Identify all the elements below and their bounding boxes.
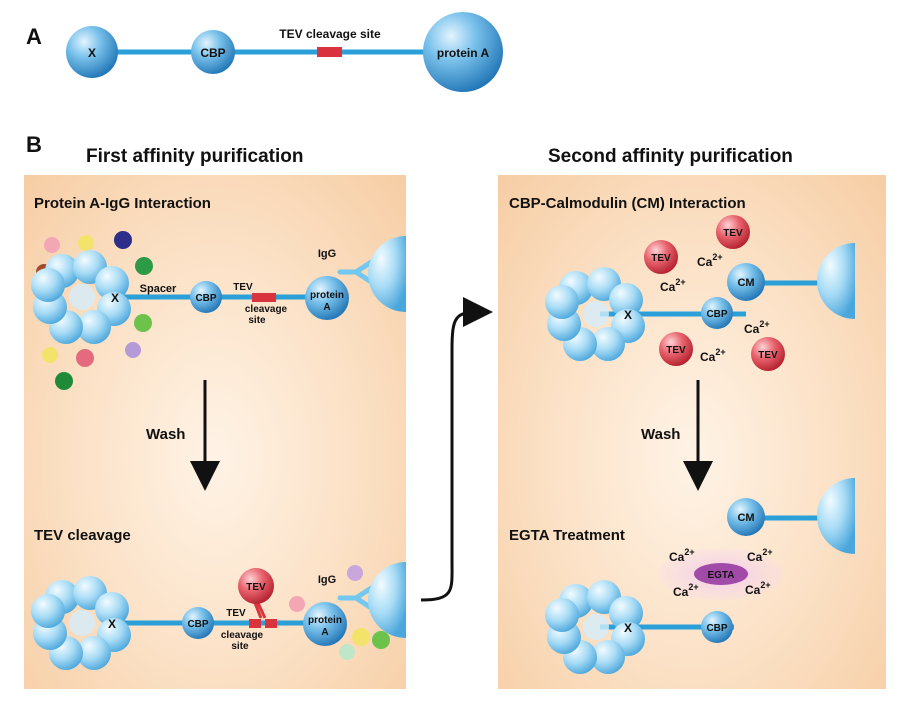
protein-a-domain (423, 12, 503, 92)
tev-site-label-3: site (248, 315, 266, 326)
tev-cleavage-site (252, 293, 276, 302)
calcium-label: Ca2+ (660, 277, 686, 294)
x-label-c2: X (624, 621, 632, 635)
cm-label-c2: CM (737, 512, 754, 524)
protein-a-label-2b: A (321, 627, 328, 638)
cm-label-c1: CM (737, 277, 754, 289)
tev-label-b2: TEV (246, 582, 266, 593)
calcium-label: Ca2+ (669, 547, 695, 564)
contaminant (352, 628, 370, 646)
igg-bead (368, 562, 406, 638)
contaminant (125, 342, 141, 358)
tev-cleavage-title: TEV cleavage (34, 527, 131, 544)
calcium-label: Ca2+ (747, 547, 773, 564)
tev-label-c1: TEV (651, 253, 671, 264)
tev-label-c4: TEV (758, 350, 778, 361)
tev-site-label-2b: cleavage (221, 630, 264, 641)
tev-site-label-3b: site (231, 641, 249, 652)
spacer-label: Spacer (140, 283, 177, 295)
egta-molecule (694, 563, 748, 585)
contaminant (372, 631, 390, 649)
calcium-label: Ca2+ (744, 319, 770, 336)
cbp-domain (182, 607, 214, 639)
tev-label-c2: TEV (723, 228, 743, 239)
contaminant (134, 314, 152, 332)
contaminant (78, 235, 94, 251)
contaminant (339, 644, 355, 660)
tev-cleavage-site-a (317, 47, 342, 57)
calcium-label: Ca2+ (745, 580, 771, 597)
calmodulin-bead (817, 478, 855, 554)
cbp-label-c1: CBP (706, 309, 727, 320)
first-purification-heading: First affinity purification (86, 146, 304, 167)
protein-a-label-2: A (323, 302, 330, 313)
cbp-domain (701, 297, 733, 329)
tev-protease (644, 240, 678, 274)
x-label-b1: X (111, 291, 119, 305)
wash-label-second: Wash (641, 426, 681, 443)
contaminant (55, 372, 73, 390)
tev-site-label-2: cleavage (245, 304, 288, 315)
protein-a-igg-title: Protein A-IgG Interaction (34, 195, 211, 212)
contaminant (42, 347, 58, 363)
wash-label-first: Wash (146, 426, 186, 443)
step1-protein-a-igg: X Spacer CBP TEV cleavage site protein A… (31, 231, 406, 390)
panel-b-letter: B (26, 132, 42, 157)
contaminant (76, 349, 94, 367)
igg-bead (368, 236, 406, 312)
cbp-label-b2: CBP (187, 619, 208, 630)
x-label-a: X (88, 46, 96, 60)
calcium-label: Ca2+ (700, 347, 726, 364)
protein-a-domain (305, 276, 349, 320)
cbp-calmodulin-title: CBP-Calmodulin (CM) Interaction (509, 195, 746, 212)
cbp-label-c2: CBP (706, 623, 727, 634)
cbp-domain (701, 611, 733, 643)
tev-site-label-1b: TEV (226, 608, 246, 619)
calmodulin (727, 263, 765, 301)
cbp-label-a: CBP (200, 46, 225, 60)
calcium-label: Ca2+ (673, 582, 699, 599)
calcium-label: Ca2+ (697, 252, 723, 269)
tev-cleavage-site-cut-right (265, 619, 277, 628)
panel-a-letter: A (26, 24, 42, 49)
contaminant (114, 231, 132, 249)
tev-protease (659, 332, 693, 366)
protein-a-label-1b: protein (308, 615, 342, 626)
x-label-c1: X (624, 308, 632, 322)
contaminant (289, 596, 305, 612)
transfer-arrow (420, 297, 493, 602)
tev-label-c3: TEV (666, 345, 686, 356)
protein-a-domain (303, 602, 347, 646)
protein-a-label-a: protein A (437, 46, 490, 60)
cbp-domain (191, 30, 235, 74)
contaminant (135, 257, 153, 275)
calmodulin (727, 498, 765, 536)
tev-cleavage-site-cut-left (249, 619, 261, 628)
second-purification-heading: Second affinity purification (548, 146, 793, 167)
x-label-b2: X (108, 617, 116, 631)
step1-cbp-calmodulin: X CBP CM TEV TEV TEV TEV Ca2+ Ca2+ Ca2+ … (545, 215, 855, 371)
protein-a-label-1: protein (310, 290, 344, 301)
igg-label: IgG (318, 248, 336, 260)
cbp-domain (190, 281, 222, 313)
calmodulin-bead (817, 243, 855, 319)
tev-site-label-a: TEV cleavage site (279, 27, 381, 41)
contaminant (44, 237, 60, 253)
x-protein (66, 26, 118, 78)
tev-protease (238, 568, 274, 604)
step2-tev-cleavage: X CBP TEV TEV cleavage site protein A Ig… (31, 562, 406, 670)
igg-label-b: IgG (318, 574, 336, 586)
tev-protease (716, 215, 750, 249)
step2-egta-treatment: CM EGTA Ca2+ Ca2+ Ca2+ Ca2+ X CBP (545, 478, 855, 674)
egta-treatment-title: EGTA Treatment (509, 527, 625, 544)
egta-label: EGTA (707, 570, 734, 581)
tev-site-label-1: TEV (233, 282, 253, 293)
cbp-label-b1: CBP (195, 293, 216, 304)
contaminant (347, 565, 363, 581)
tev-protease (751, 337, 785, 371)
panel-a-construct: X CBP TEV cleavage site protein A (66, 12, 503, 92)
